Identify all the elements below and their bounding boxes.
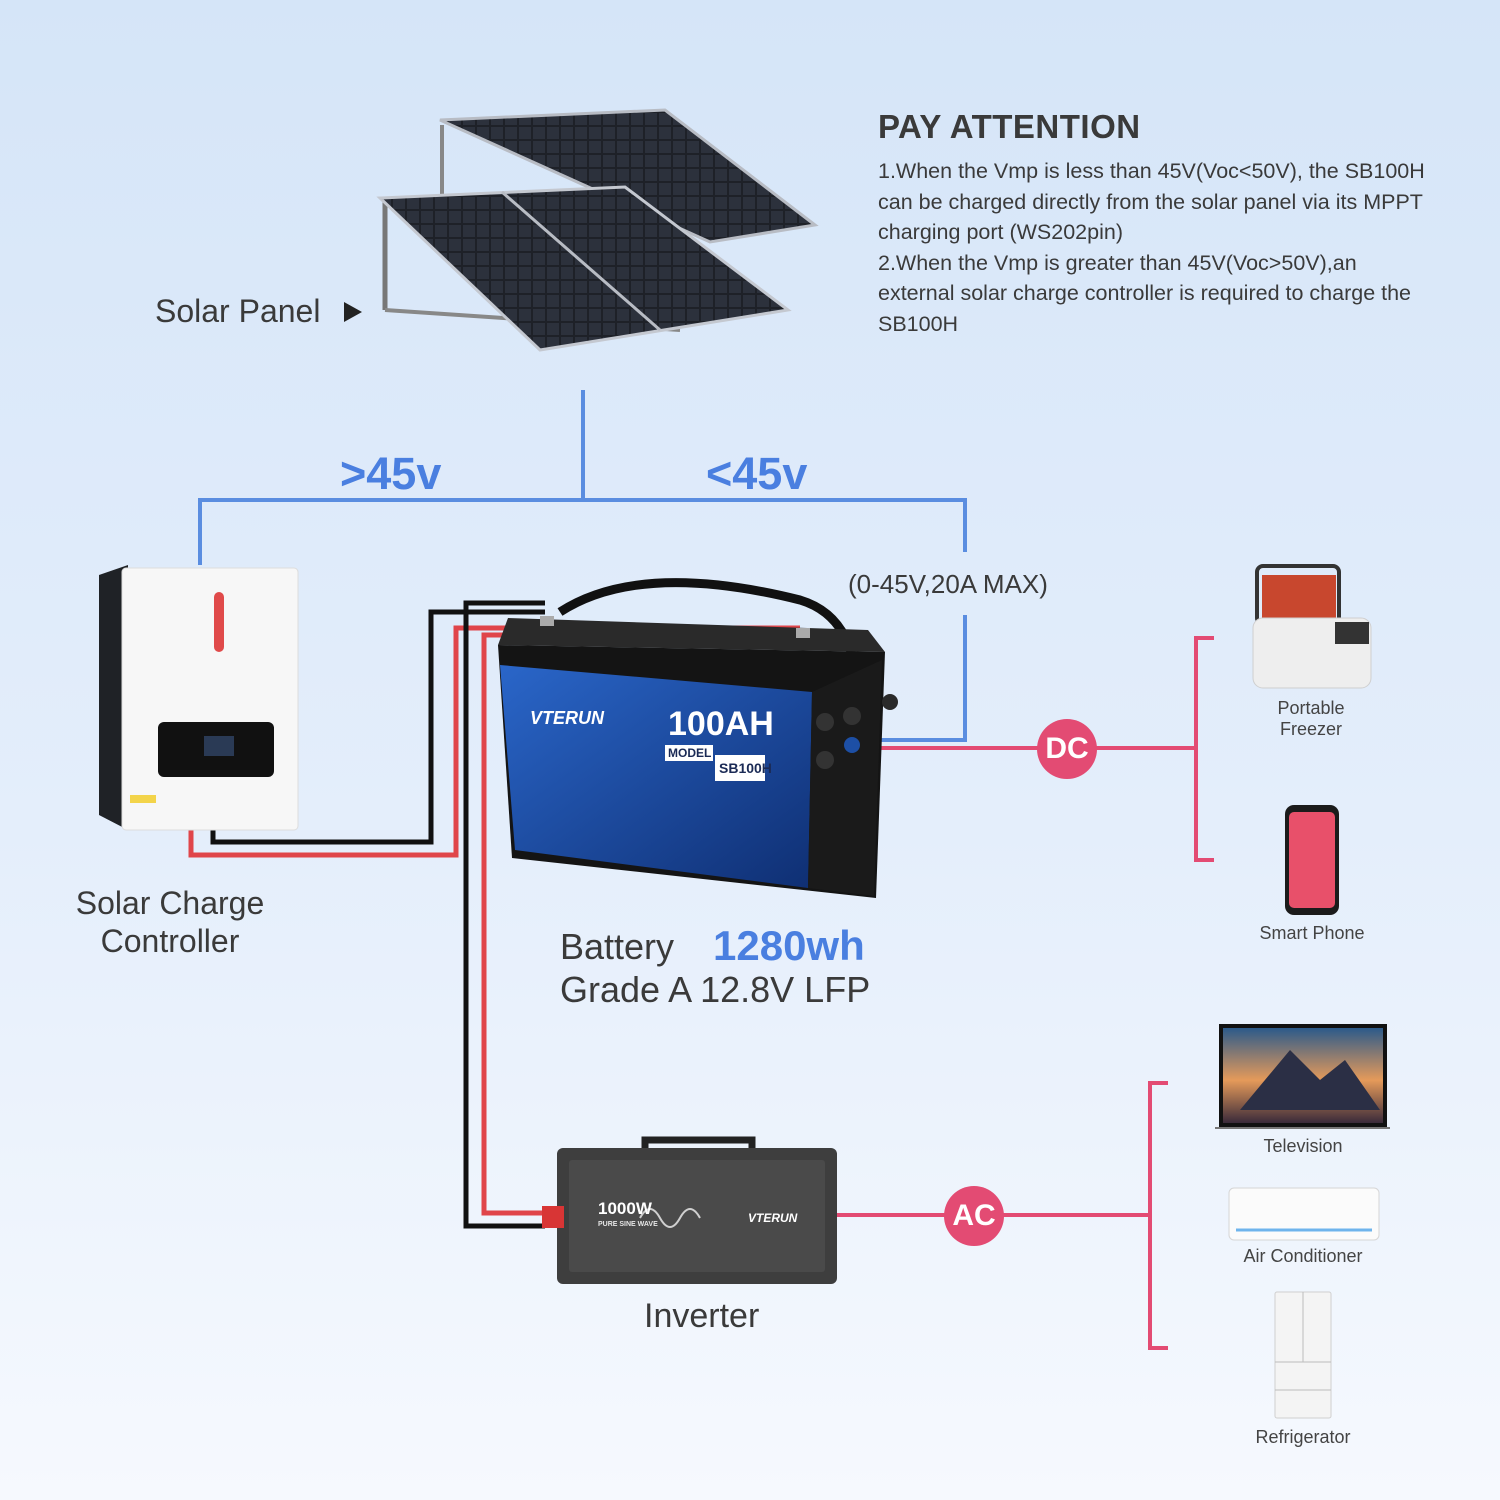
portable-freezer-label: Portable Freezer [1241,698,1381,740]
controller-label-line: Controller [100,923,240,959]
input-spec-label: (0-45V,20A MAX) [848,569,1048,599]
battery-grade-label: Grade A 12.8V LFP [560,969,871,1010]
inverter-brand: VTERUN [748,1211,798,1225]
battery-brand: VTERUN [530,708,605,728]
over-45v-label: >45v [340,448,442,499]
inverter-power: 1000W [598,1199,652,1218]
solar-charge-controller-illustration [99,565,299,831]
note-line: 1.When the Vmp is less than 45V(Voc<50V)… [878,159,1425,183]
freezer-label-line: Freezer [1279,719,1342,739]
television-illustration [1215,1024,1390,1129]
inverter-wave: PURE SINE WAVE [598,1221,658,1228]
portable-freezer-illustration [1252,564,1372,689]
battery-label: Battery [560,926,675,967]
pay-attention-title: PAY ATTENTION [878,108,1141,145]
inverter-label: Inverter [644,1297,760,1335]
note-line: 2.When the Vmp is greater than 45V(Voc>5… [878,250,1357,275]
battery-model: SB100H [719,760,772,776]
battery-illustration [498,578,898,898]
inverter-illustration [542,1136,837,1284]
refrigerator-illustration [1274,1291,1332,1419]
air-conditioner-illustration [1228,1187,1380,1241]
refrigerator-label: Refrigerator [1255,1427,1351,1447]
load-lines [836,636,1214,1350]
battery-capacity: 100AH [668,705,774,743]
note-line: can be charged directly from the solar p… [878,189,1423,214]
solar-panel-illustration [376,108,819,352]
note-line: external solar charge controller is requ… [878,281,1412,305]
ac-badge: AC [944,1186,1004,1246]
battery-energy-label: 1280wh [713,922,865,969]
note-line: SB100H [878,311,959,336]
freezer-label-line: Portable [1277,698,1345,718]
pay-attention-notes: 1.When the Vmp is less than 45V(Voc<50V)… [878,156,1478,339]
solar-charge-controller-label: Solar Charge Controller [50,884,290,960]
battery-model-label: MODEL [668,746,712,760]
air-conditioner-label: Air Conditioner [1243,1246,1363,1266]
smart-phone-label: Smart Phone [1259,923,1365,943]
controller-label-line: Solar Charge [75,885,265,921]
solar-panel-label: Solar Panel [155,293,321,329]
dc-badge: DC [1037,719,1097,779]
arrow-right-icon [344,302,362,322]
television-label: Television [1263,1136,1343,1156]
solar-branch-lines [198,390,967,742]
under-45v-label: <45v [706,448,808,499]
note-line: charging port (WS202pin) [878,220,1123,244]
smart-phone-illustration [1285,805,1339,915]
